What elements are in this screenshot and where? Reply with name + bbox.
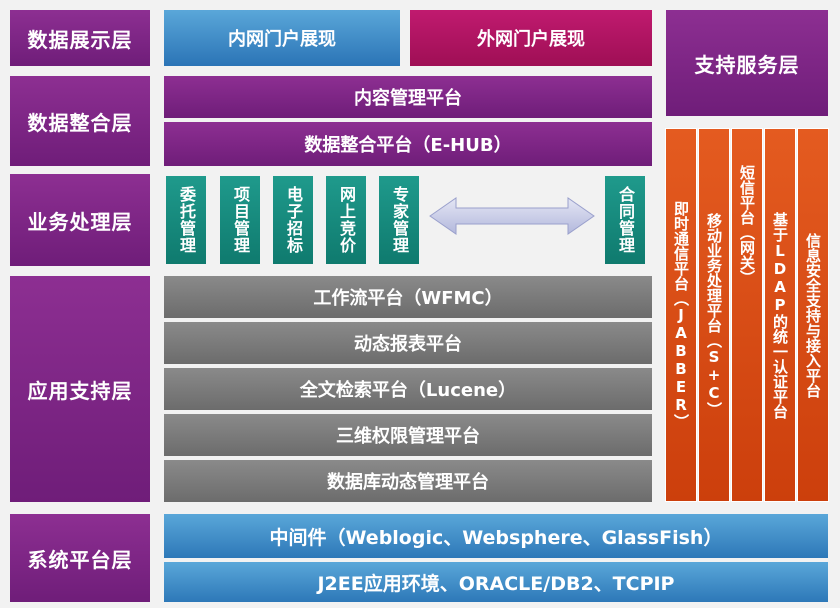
support-column-mobile: 移动业务处理平台（S+C） — [698, 128, 730, 502]
business-item-commission: 委托管理 — [166, 176, 206, 264]
cms-platform-box: 内容管理平台 — [164, 76, 652, 118]
layer-label-data-integration: 数据整合层 — [10, 76, 150, 166]
dynamic-report-platform-box: 动态报表平台 — [164, 322, 652, 364]
support-column-im: 即时通信平台（JABBER） — [665, 128, 697, 502]
business-item-expert: 专家管理 — [379, 176, 419, 264]
j2ee-environment-bar: J2EE应用环境、ORACLE/DB2、TCPIP — [164, 562, 828, 602]
business-item-contract: 合同管理 — [605, 176, 645, 264]
permission-platform-box: 三维权限管理平台 — [164, 414, 652, 456]
intranet-portal-box: 内网门户展现 — [164, 10, 400, 66]
double-arrow-icon — [429, 197, 595, 235]
support-column-sms: 短信平台（网关） — [731, 128, 763, 502]
extranet-portal-box: 外网门户展现 — [410, 10, 652, 66]
database-management-platform-box: 数据库动态管理平台 — [164, 460, 652, 502]
layer-label-system-platform: 系统平台层 — [10, 514, 150, 602]
support-services-title: 支持服务层 — [666, 10, 828, 116]
support-column-security: 信息安全支持与接入平台 — [797, 128, 829, 502]
fulltext-search-platform-box: 全文检索平台（Lucene） — [164, 368, 652, 410]
ehub-platform-box: 数据整合平台（E-HUB） — [164, 122, 652, 166]
business-item-project: 项目管理 — [220, 176, 260, 264]
middleware-bar: 中间件（Weblogic、Websphere、GlassFish） — [164, 514, 828, 558]
workflow-platform-box: 工作流平台（WFMC） — [164, 276, 652, 318]
business-item-e-bidding: 电子招标 — [273, 176, 313, 264]
layer-label-application-support: 应用支持层 — [10, 276, 150, 502]
business-item-online-auction: 网上竞价 — [326, 176, 366, 264]
layer-label-business-processing: 业务处理层 — [10, 174, 150, 266]
support-column-ldap: 基于LDAP的统一认证平台 — [764, 128, 796, 502]
layer-label-data-display: 数据展示层 — [10, 10, 150, 66]
